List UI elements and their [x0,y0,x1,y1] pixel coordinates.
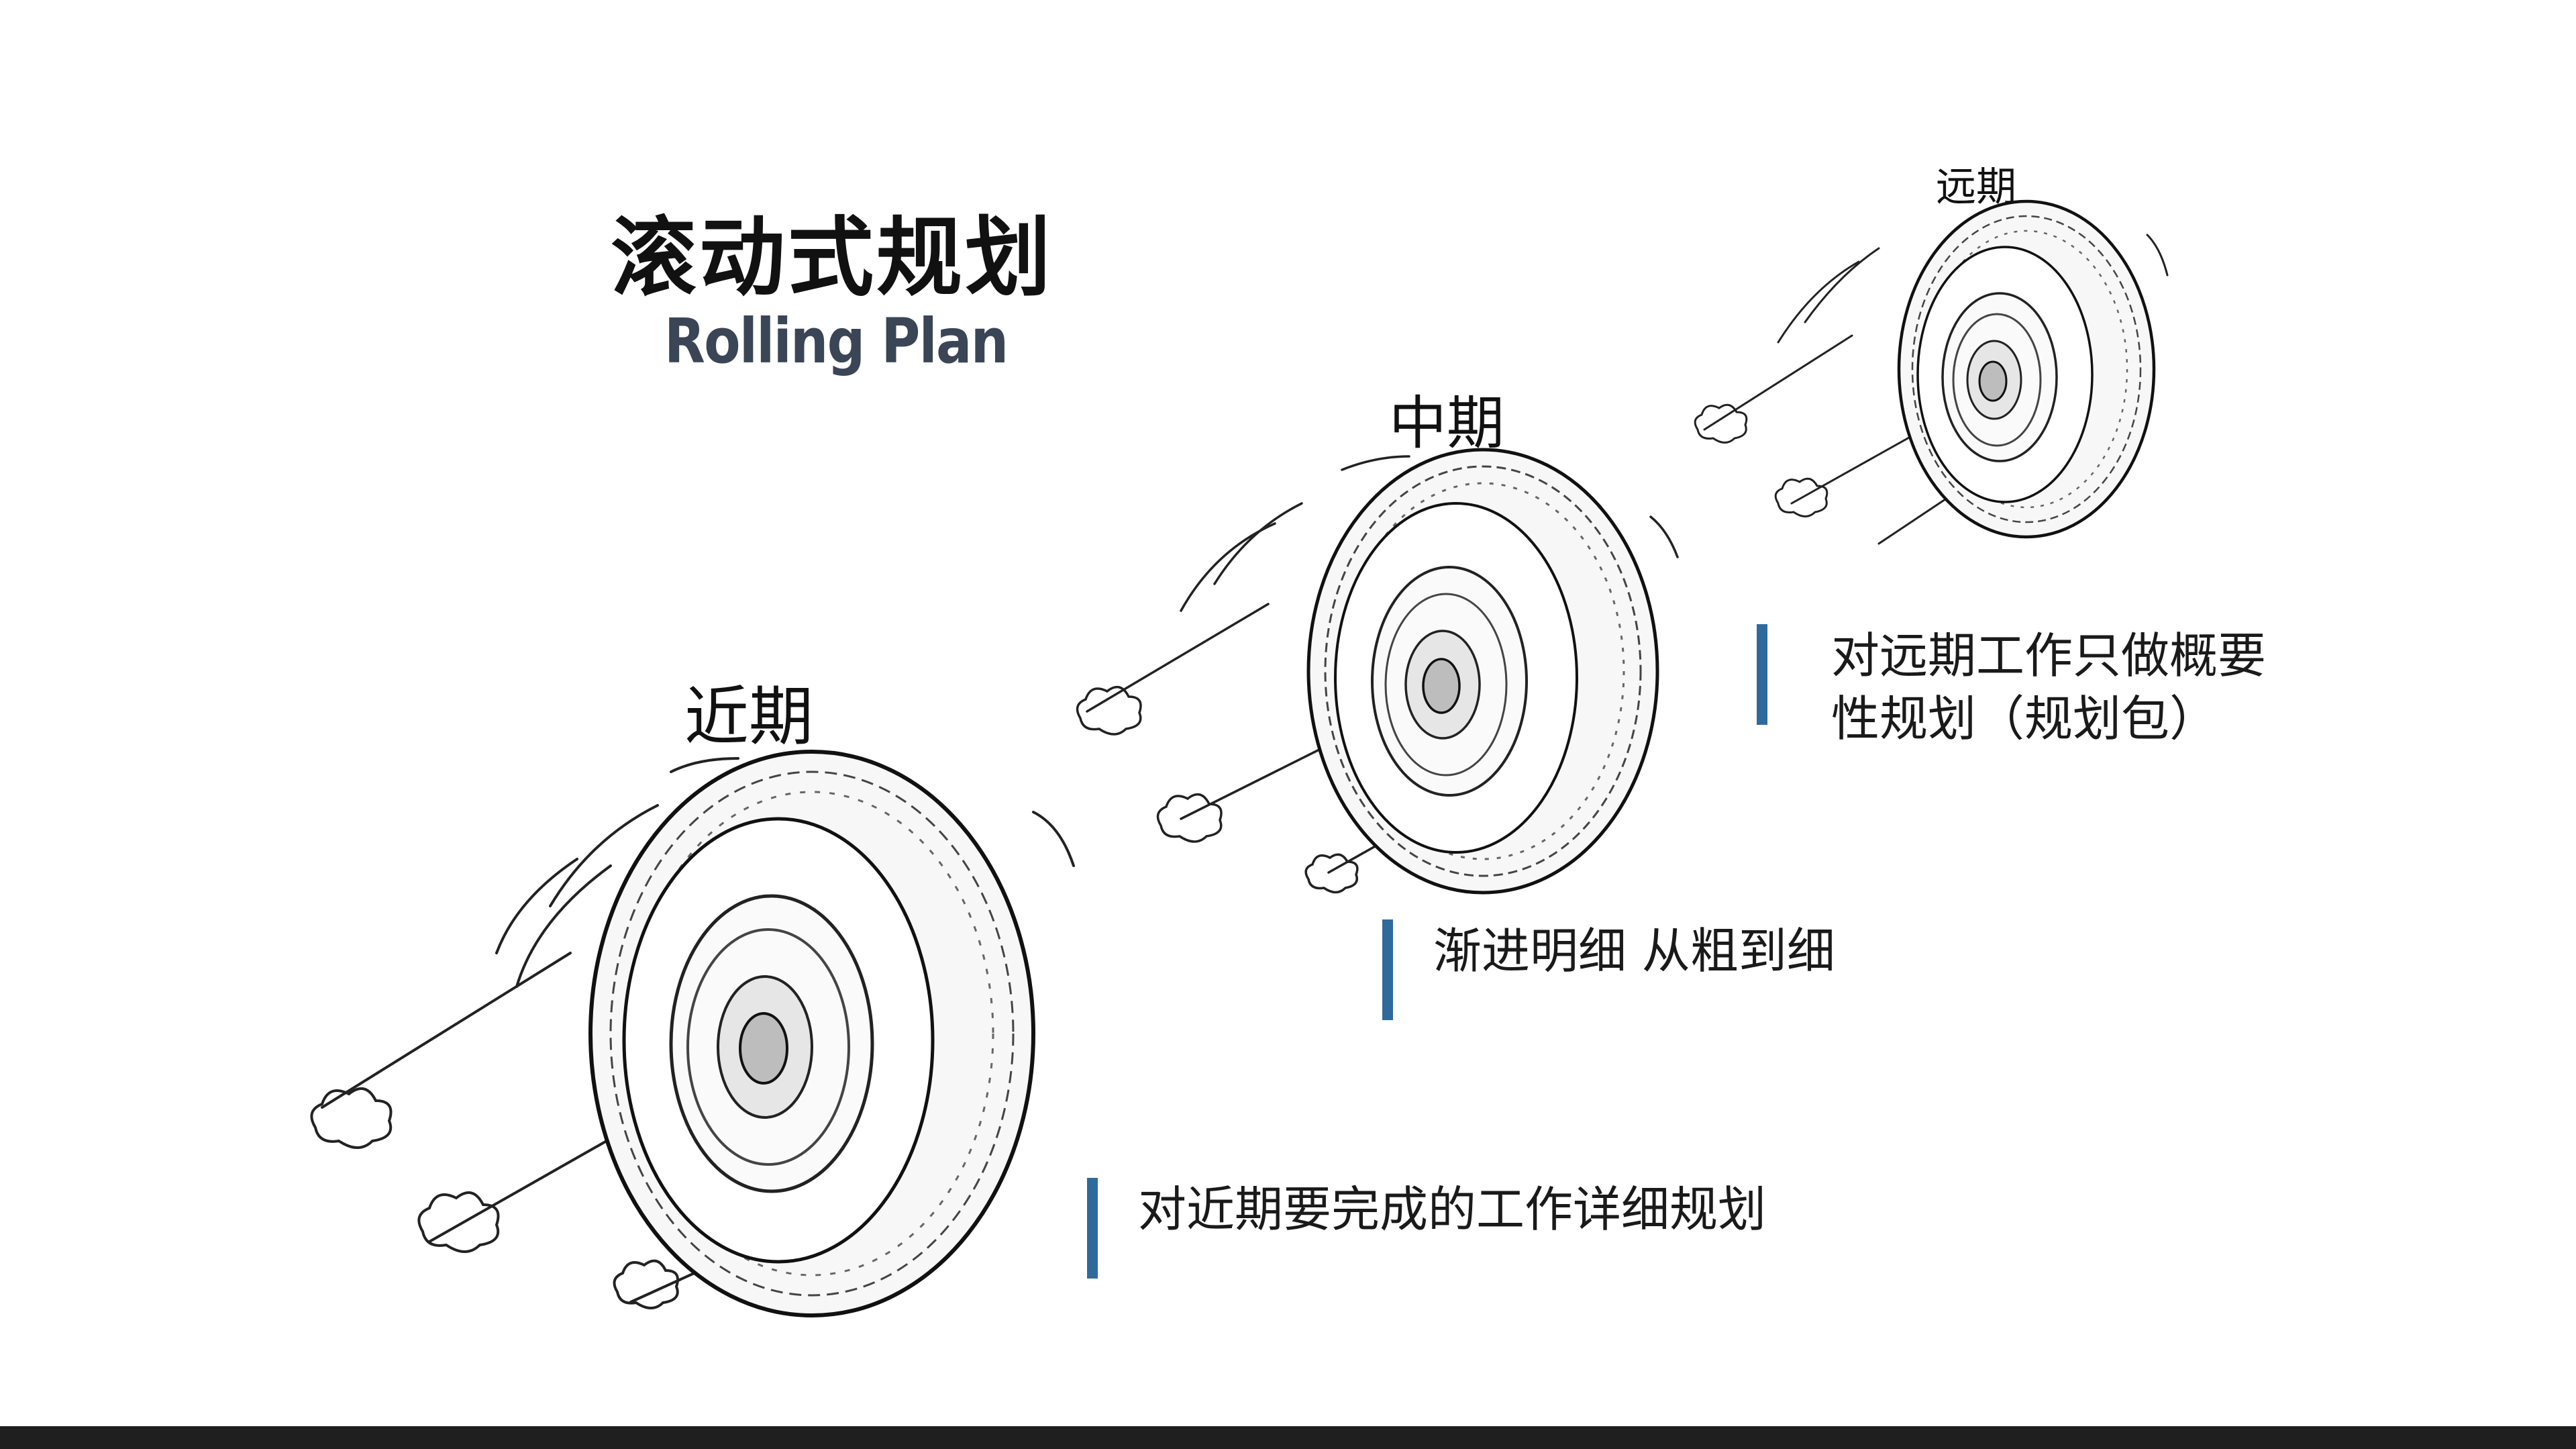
accent-bar [1087,1178,1098,1279]
page-title: 滚动式规划 [611,208,1054,308]
note-mid-text: 渐进明细 从粗到细 [1433,923,1835,979]
footer-bar [0,1426,2576,1449]
note-far-text: 对远期工作只做概要 性规划（规划包） [1831,628,2267,747]
note-near: 对近期要完成的工作详细规划 [1087,1178,1766,1279]
tire-body [1897,199,2156,539]
accent-bar [1382,919,1393,1020]
stage-label-near: 近期 [684,679,813,754]
accent-bar [1757,624,1767,725]
note-far: 对远期工作只做概要 性规划（规划包） [1757,624,2266,750]
tire-wheel-icon-near [295,732,1087,1336]
tire-wheel-icon [310,750,1075,1317]
dust-puff-icon [310,1087,679,1309]
dust-puff-icon [1694,403,1828,517]
tire-body [588,750,1035,1317]
tire-wheel-icon [1694,199,2169,545]
note-mid: 渐进明细 从粗到细 [1382,919,1835,1020]
tire-wheel-icon-mid [1060,443,1691,913]
dust-puff-icon [1076,685,1359,894]
page-subtitle: Rolling Plan [664,305,1009,377]
note-near-text: 对近期要完成的工作详细规划 [1138,1181,1767,1238]
tire-body [1306,448,1659,895]
tire-wheel-icon [1076,448,1679,895]
stage-label-mid: 中期 [1389,390,1504,457]
stage-label-far: 远期 [1936,164,2016,211]
tire-wheel-icon-far [1678,199,2174,570]
